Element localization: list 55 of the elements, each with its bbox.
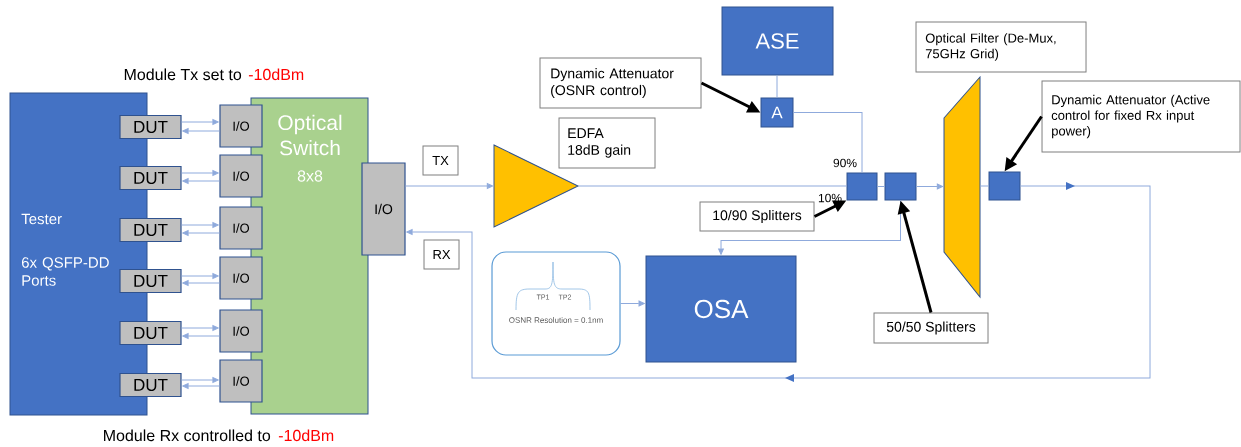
tag-box: TX (422, 145, 459, 176)
power-label: -10dBm (248, 68, 304, 81)
port-box: I/O (219, 154, 263, 198)
arrow (182, 128, 220, 134)
port-box: I/O (361, 162, 406, 256)
power-label: -10dBm (278, 429, 334, 442)
arrow (182, 383, 220, 389)
arrow (406, 182, 1151, 382)
connector-line (577, 185, 847, 187)
arrow (182, 230, 220, 236)
port-box: I/O (219, 104, 263, 148)
dut-box: DUT (119, 372, 182, 398)
attenuator-box: A (760, 97, 794, 128)
connector-line (979, 185, 989, 187)
module-box: ASE (721, 6, 834, 76)
callout-box: Dynamic Attenuator (OSNR control) (539, 57, 702, 109)
connector-line (776, 75, 778, 98)
filter-trapezoid (943, 76, 981, 298)
callout-box: Dynamic Attenuator (Active control for fixed Rx input power) (1041, 80, 1241, 153)
arrow (181, 170, 219, 176)
splitter-box (846, 172, 878, 201)
arrow (181, 377, 219, 383)
dut-box: DUT (119, 114, 182, 140)
arrow (181, 222, 219, 228)
power-label: Module Rx controlled to (104, 429, 271, 442)
callout-box: Optical Filter (De-Mux, 75GHz Grid) (915, 21, 1087, 73)
arrow (181, 273, 219, 279)
splitter-box (884, 172, 917, 201)
callout-box: EDFA 18dB gain (558, 117, 656, 169)
dut-box: DUT (119, 320, 182, 346)
port-box: I/O (219, 206, 263, 250)
attenuator-box (988, 171, 1021, 201)
port-box: I/O (219, 309, 263, 353)
callout-box: 50/50 Splitters (873, 312, 989, 344)
port-box: I/O (219, 256, 263, 300)
arrow (181, 325, 219, 331)
connector-line (793, 112, 863, 173)
arrow (620, 300, 645, 307)
tag-box: RX (423, 239, 460, 270)
connector-line (877, 186, 885, 187)
arrow (182, 280, 220, 286)
module-box: OSA (645, 255, 797, 363)
arrow (405, 183, 494, 189)
switch-box: Optical Switch 8x8 (250, 97, 369, 415)
callout-box: 10/90 Splitters (699, 201, 815, 232)
dut-box: DUT (119, 165, 182, 191)
port-box: I/O (219, 359, 263, 403)
arrow (182, 333, 220, 339)
arrow (182, 178, 220, 184)
dut-box: DUT (119, 268, 182, 294)
power-label: Module Tx set to (124, 68, 242, 81)
arrow (181, 119, 219, 125)
arrow (916, 183, 944, 190)
port-label: 90% (833, 158, 857, 168)
dut-box: DUT (119, 217, 182, 243)
